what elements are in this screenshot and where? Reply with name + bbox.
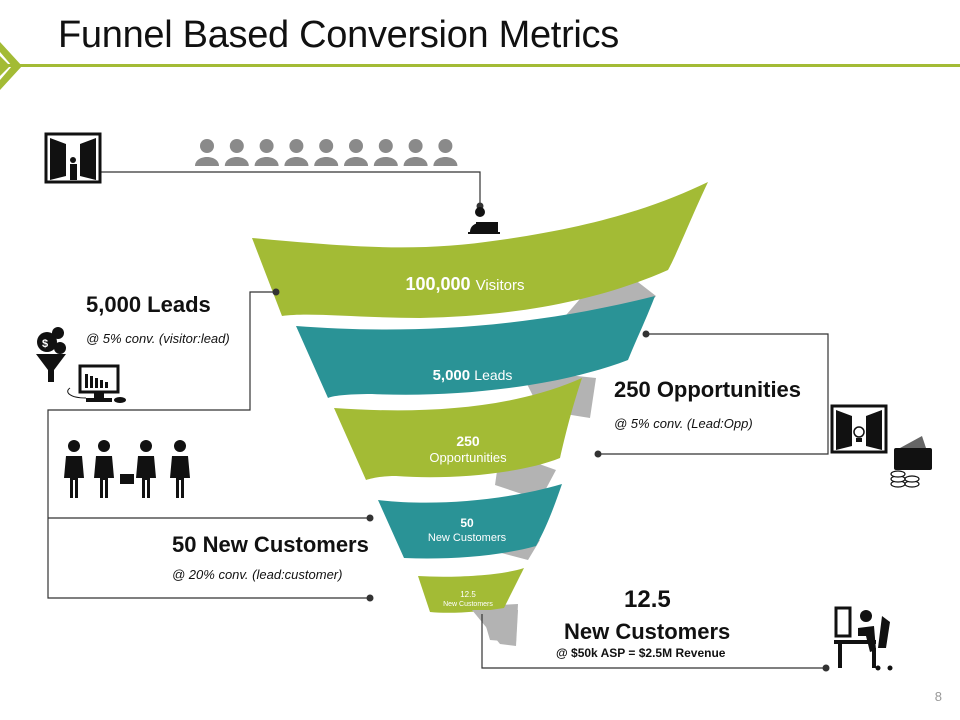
money-funnel-icon: $ [36,327,66,382]
leads-note: @ 5% conv. (visitor:lead) [86,331,230,346]
opportunities-note: @ 5% conv. (Lead:Opp) [614,416,753,431]
crowd-person-icon [284,139,309,166]
briefcase-icon [120,474,134,484]
funnel-label-2: 5,000 Leads [400,367,545,384]
crowd-person-icon [195,139,219,166]
new-customers-note: @ 20% conv. (lead:customer) [172,567,343,582]
crowd-person-icon [314,139,339,166]
door-person-icon [44,132,102,184]
final-note: @ $50k ASP = $2.5M Revenue [556,646,726,660]
funnel-value-2: 5,000 [432,367,471,384]
page-number: 8 [934,689,942,704]
crowd-person-icon [344,139,368,166]
funnel-layer-4 [378,484,562,559]
opportunities-heading: 250 Opportunities [614,377,802,402]
funnel-layer-2 [296,296,655,398]
crowd-person-icon [373,139,398,166]
funnel-label-1: 100,000 Visitors [380,274,550,295]
title-rule [0,64,960,67]
page-title: Funnel Based Conversion Metrics [58,14,619,56]
team-person-icon [94,440,114,498]
funnel-tail [472,610,518,646]
funnel-text-3: Opportunities [429,450,507,465]
door-idea-icon [830,404,888,454]
final-heading: New Customers [564,619,731,644]
connector-dots [272,202,830,672]
team-icon [64,440,190,498]
desk-worker-icon [834,606,893,671]
crowd-person-icon [403,139,428,166]
monitor-icon [67,364,126,403]
team-person-icon [170,440,190,498]
crowd-icon [195,139,458,166]
crowd-person-icon [254,139,279,166]
chevron-decoration-icon [0,42,22,90]
wallet-coins-icon [890,436,932,488]
svg-text:$: $ [42,338,48,350]
funnel-value-5: 12.5 [460,590,476,599]
funnel-value-3: 250 [456,433,480,449]
team-person-icon [64,440,84,498]
funnel-text-5: New Customers [443,601,493,608]
funnel-layer-5 [418,568,524,613]
funnel-text-1: Visitors [475,277,525,294]
funnel-value-4: 50 [460,516,474,530]
new-customers-heading: 50 New Customers [172,532,369,557]
funnel-value-1: 100,000 [405,274,471,294]
funnel-text-2: Leads [474,367,513,383]
connector-lines [47,171,829,669]
team-person-icon [136,440,156,498]
funnel-layer-3 [334,378,582,480]
funnel-text-4: New Customers [427,532,507,544]
crowd-person-icon [224,139,249,166]
laptop-user-icon [468,207,500,234]
final-value: 12.5 [624,586,671,613]
crowd-person-icon [433,139,458,166]
leads-heading: 5,000 Leads [86,292,211,317]
funnel-layer-1 [252,182,708,318]
